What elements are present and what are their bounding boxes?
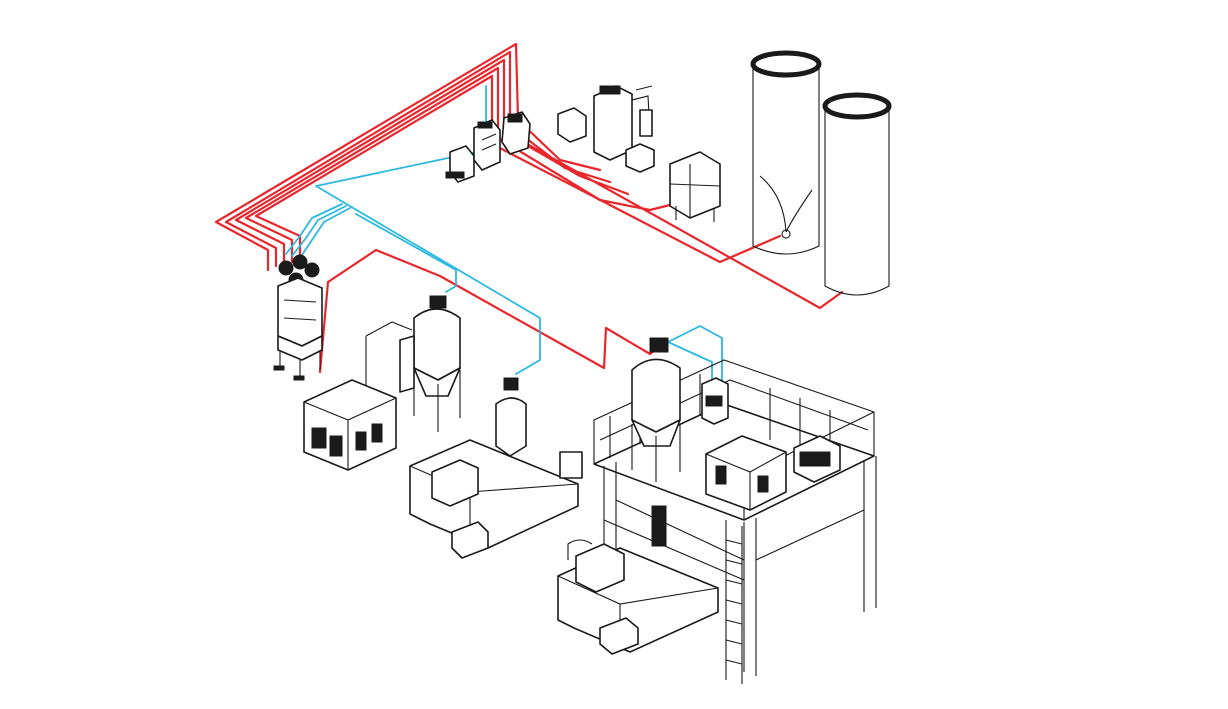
injection-molding-machine-left xyxy=(409,377,583,559)
storage-silo-2 xyxy=(822,92,892,296)
red-pipe-loop-1 xyxy=(214,42,602,272)
left-production-line xyxy=(303,295,583,559)
blue-pipe-platform xyxy=(659,325,723,381)
blue-vacuum-pipes xyxy=(285,85,723,381)
red-pipe-lower-line xyxy=(318,248,662,374)
red-pipe-loop-3 xyxy=(234,58,630,266)
top-loader-group xyxy=(445,85,721,222)
loader-station-a xyxy=(473,119,501,171)
blender-station-right xyxy=(669,151,721,222)
blue-pipe-branch-c xyxy=(285,203,343,255)
right-production-line xyxy=(557,505,719,655)
blue-pipe-platform-2 xyxy=(667,341,713,381)
hopper-dryer-left xyxy=(365,295,461,432)
blue-pipe-branch-b xyxy=(291,205,347,257)
central-dryer-left xyxy=(303,379,397,471)
platform-ladder xyxy=(725,520,743,684)
loader-station-b xyxy=(501,111,531,155)
blue-pipe-branch-a xyxy=(299,207,351,259)
mezzanine-platform xyxy=(593,337,877,684)
red-pipe-to-silo-2 xyxy=(518,138,844,310)
storage-silo-1 xyxy=(750,50,822,255)
platform-loader xyxy=(701,377,729,425)
hopper-dryer-platform xyxy=(631,337,681,482)
small-dryer-unit xyxy=(445,145,475,183)
dryer-cabinet-top xyxy=(557,107,587,143)
injection-molding-machine-right xyxy=(557,505,719,655)
central-dryer-platform xyxy=(705,435,841,511)
multi-loader-tower xyxy=(273,254,323,381)
control-box-top xyxy=(625,143,655,173)
blue-pipe-main-2 xyxy=(355,213,457,293)
